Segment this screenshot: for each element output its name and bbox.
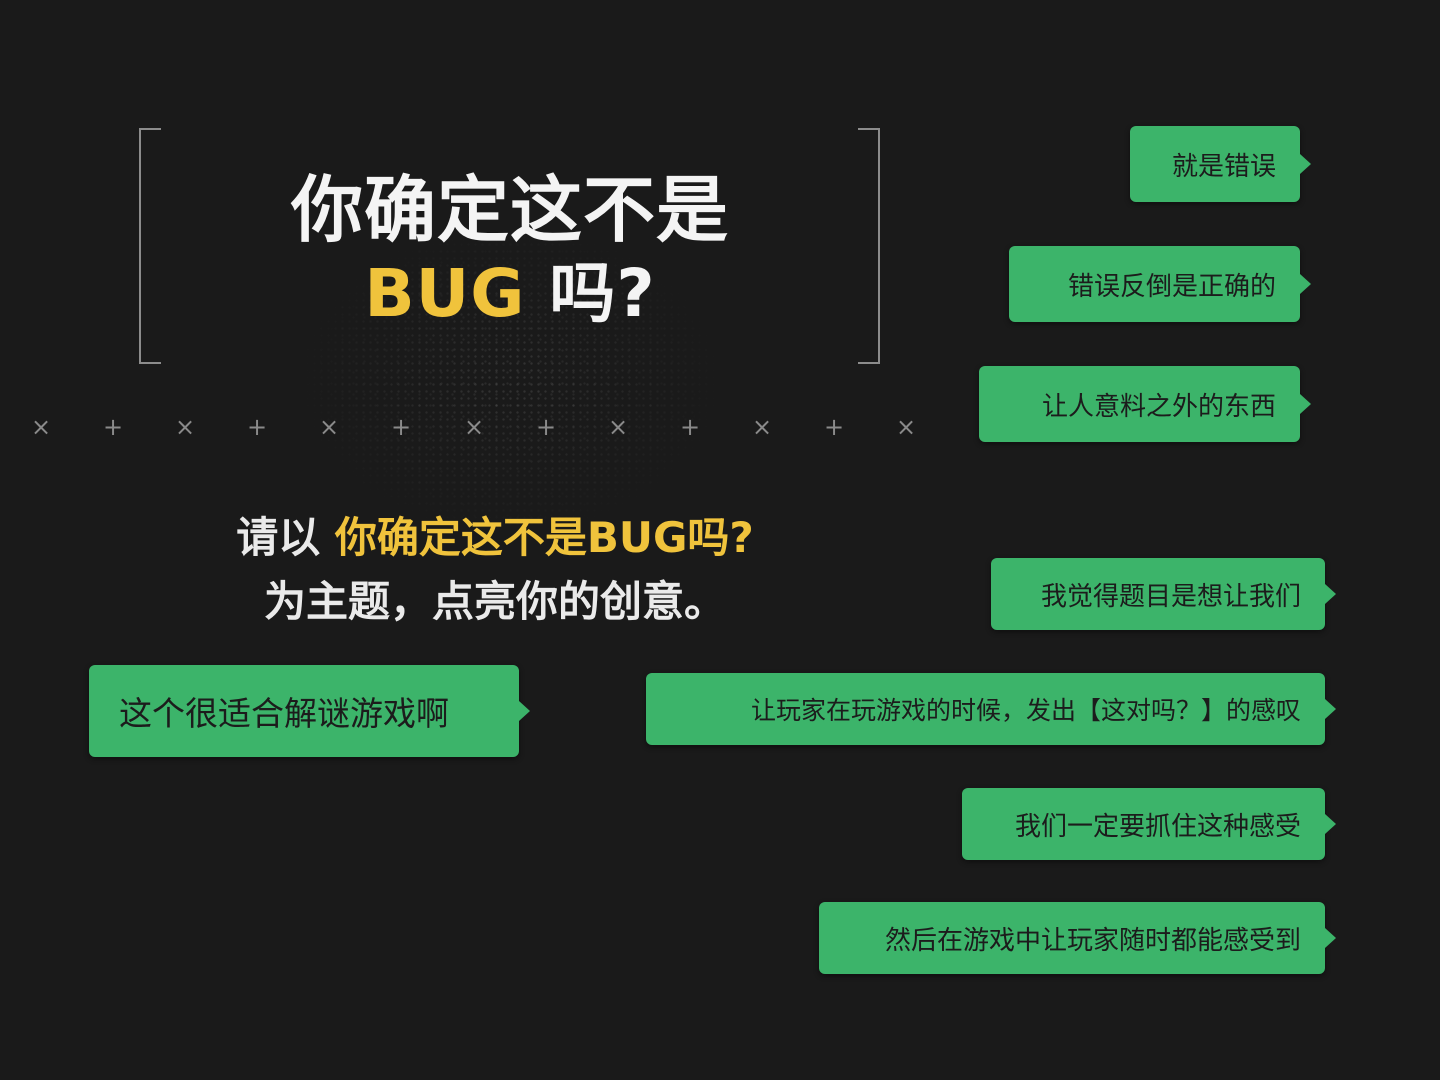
subtitle-highlight: 你确定这不是BUG吗? (334, 513, 754, 562)
title-line-2: BUG 吗? (160, 254, 860, 334)
chat-bubble: 然后在游戏中让玩家随时都能感受到 (819, 902, 1336, 974)
cross-mark-icon: × (895, 413, 917, 441)
cross-mark-icon: × (463, 413, 485, 441)
subtitle-prefix: 请以 (236, 513, 335, 562)
dust-texture (290, 220, 730, 540)
plus-mark-icon: + (679, 413, 701, 441)
subtitle-line-1: 请以 你确定这不是BUG吗? (160, 510, 830, 566)
chat-bubble: 让人意料之外的东西 (979, 366, 1311, 442)
chat-bubble-text: 让玩家在玩游戏的时候，发出【这对吗？】的感叹 (750, 696, 1301, 725)
chat-bubble-text: 我们一定要抓住这种感受 (1014, 811, 1301, 842)
chat-bubble-text: 然后在游戏中让玩家随时都能感受到 (884, 925, 1301, 956)
chat-bubble-text: 我觉得题目是想让我们 (1040, 581, 1301, 612)
title-suffix: 吗? (525, 255, 656, 332)
title-highlight: BUG (364, 255, 526, 332)
chat-bubble-text: 就是错误 (1171, 151, 1276, 182)
subtitle-line-2-text: 为主题，点亮你的创意。 (263, 577, 726, 626)
chat-bubble-text: 错误反倒是正确的 (1067, 271, 1276, 302)
plus-mark-icon: + (823, 413, 845, 441)
plus-mark-icon: + (246, 413, 268, 441)
title-text: 你确定这不是 (290, 168, 729, 252)
cross-mark-icon: × (318, 413, 340, 441)
subtitle-line-2: 为主题，点亮你的创意。 (160, 574, 830, 630)
right-bracket (858, 128, 880, 364)
chat-bubble: 就是错误 (1130, 126, 1311, 202)
cross-mark-icon: × (174, 413, 196, 441)
cross-mark-icon: × (607, 413, 629, 441)
chat-bubble-text: 这个很适合解谜游戏啊 (119, 694, 449, 733)
plus-mark-icon: + (535, 413, 557, 441)
chat-bubble: 我觉得题目是想让我们 (991, 558, 1336, 630)
chat-bubble: 我们一定要抓住这种感受 (962, 788, 1336, 860)
plus-mark-icon: + (102, 413, 124, 441)
chat-bubble: 错误反倒是正确的 (1009, 246, 1311, 322)
plus-mark-icon: + (390, 413, 412, 441)
title-line-1: 你确定这不是 (160, 168, 860, 252)
cross-mark-icon: × (30, 413, 52, 441)
left-bracket (139, 128, 161, 364)
cross-mark-icon: × (751, 413, 773, 441)
chat-bubble: 这个很适合解谜游戏啊 (89, 665, 530, 757)
chat-bubble-text: 让人意料之外的东西 (1041, 391, 1276, 422)
decorative-marks-row: × + × + × + × + × + × + × (28, 410, 928, 444)
chat-bubble: 让玩家在玩游戏的时候，发出【这对吗？】的感叹 (646, 673, 1336, 745)
